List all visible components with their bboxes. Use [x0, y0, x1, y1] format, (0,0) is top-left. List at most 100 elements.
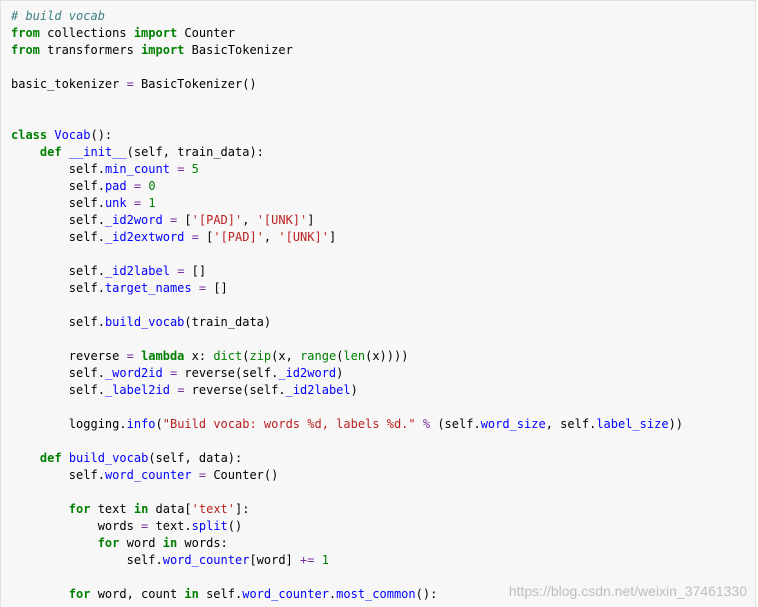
code-token-string: '[PAD]': [213, 230, 264, 244]
code-token-punct: .: [97, 281, 105, 295]
code-token-name: transformers: [39, 43, 142, 57]
code-token-name: []: [184, 264, 207, 278]
code-token-punct: .: [97, 213, 105, 227]
code-token-name: text: [148, 519, 185, 533]
code-token-name: logging: [11, 417, 120, 431]
code-token-punct: .: [97, 366, 105, 380]
code-token-name: [163, 366, 170, 380]
code-token-name: ,: [242, 213, 257, 227]
code-line: [11, 93, 683, 110]
code-token-keyword: for: [97, 536, 120, 550]
code-token-op: =: [169, 213, 178, 227]
code-token-name: ]: [307, 213, 315, 227]
code-token-name: self, train_data: [133, 145, 250, 159]
code-line: basic_tokenizer = BasicTokenizer(): [11, 76, 683, 93]
code-token-string: '[PAD]': [191, 213, 243, 227]
code-token-name: ():: [415, 587, 438, 601]
code-token-name: self: [11, 196, 98, 210]
code-line: self._id2word = ['[PAD]', '[UNK]']: [11, 212, 683, 229]
code-token-name: [184, 230, 191, 244]
code-line: self.min_count = 5: [11, 161, 683, 178]
code-token-name: [62, 451, 69, 465]
code-token-name: [62, 145, 69, 159]
code-token-name: self: [11, 179, 98, 193]
code-token-punct: (: [126, 145, 134, 159]
code-line: [11, 110, 683, 127]
code-token-name: (: [155, 417, 163, 431]
code-token-name: self: [11, 468, 98, 482]
code-token-name: [184, 162, 191, 176]
code-token-op: =: [177, 264, 185, 278]
code-line: self.build_vocab(train_data): [11, 314, 683, 331]
code-token-builtin: zip: [249, 349, 272, 363]
code-token-name: ]:: [235, 502, 250, 516]
code-token-name: self: [11, 230, 98, 244]
code-token-attr: _id2label: [285, 383, 351, 397]
code-token-attr: word_counter: [162, 553, 250, 567]
code-token-name: collections: [39, 26, 134, 40]
code-token-op: =: [126, 77, 134, 91]
code-token-name: basic_tokenizer: [11, 77, 127, 91]
code-token-op: =: [141, 519, 149, 533]
code-line: self.word_counter = Counter(): [11, 467, 683, 484]
code-token-attr: _id2word: [278, 366, 337, 380]
code-line: self._id2extword = ['[PAD]', '[UNK]']: [11, 229, 683, 246]
code-line: self.pad = 0: [11, 178, 683, 195]
code-token-name: [127, 196, 134, 210]
code-token-string: '[UNK]': [278, 230, 329, 244]
code-line: from collections import Counter: [11, 25, 683, 42]
code-token-name: [11, 502, 69, 516]
code-token-punct: .: [589, 417, 597, 431]
code-token-op: =: [198, 281, 207, 295]
code-token-keyword: import: [133, 26, 178, 40]
code-token-name: words: [11, 519, 142, 533]
code-token-name: BasicTokenizer(): [133, 77, 257, 91]
code-token-name: (: [336, 349, 344, 363]
code-token-punct: .: [328, 587, 337, 601]
code-token-name: Counter: [177, 26, 235, 40]
code-token-string: '[UNK]': [256, 213, 308, 227]
code-token-op: =: [177, 383, 185, 397]
code-token-name: (train_data): [184, 315, 272, 329]
code-line: [11, 59, 683, 76]
code-token-attr: word_size: [480, 417, 546, 431]
code-token-name: [314, 553, 321, 567]
code-token-number: 0: [148, 179, 156, 193]
code-token-attr: split: [191, 519, 228, 533]
code-token-punct: .: [97, 468, 105, 482]
code-token-name: Counter(): [206, 468, 279, 482]
code-line: [11, 331, 683, 348]
code-token-name: self: [11, 383, 98, 397]
code-token-punct: .: [119, 417, 127, 431]
code-token-keyword: from: [11, 43, 40, 57]
code-token-punct: .: [184, 519, 192, 533]
code-token-name: (): [227, 519, 243, 533]
code-token-name: (: [242, 349, 250, 363]
code-token-name: [11, 145, 40, 159]
code-token-name: self: [11, 162, 98, 176]
code-token-op: +=: [300, 553, 315, 567]
code-line: [11, 433, 683, 450]
code-token-name: self: [11, 553, 156, 567]
code-token-name: word, count: [90, 587, 185, 601]
code-token-op: =: [198, 468, 207, 482]
code-token-name: (x,: [271, 349, 301, 363]
code-token-name: x:: [184, 349, 214, 363]
code-line: [11, 297, 683, 314]
code-token-punct: .: [97, 315, 105, 329]
code-line: class Vocab():: [11, 127, 683, 144]
code-token-name: words:: [177, 536, 228, 550]
code-token-attr: _id2word: [104, 213, 163, 227]
code-token-name: data[: [148, 502, 192, 516]
code-token-builtin: dict: [213, 349, 243, 363]
code-token-op: =: [177, 162, 185, 176]
code-token-op: =: [133, 196, 142, 210]
code-token-func: __init__: [68, 145, 127, 159]
code-token-name: [134, 349, 141, 363]
code-token-op: =: [133, 179, 142, 193]
code-token-keyword: lambda: [141, 349, 185, 363]
code-token-punct: ):: [227, 451, 243, 465]
code-token-name: [: [198, 230, 214, 244]
